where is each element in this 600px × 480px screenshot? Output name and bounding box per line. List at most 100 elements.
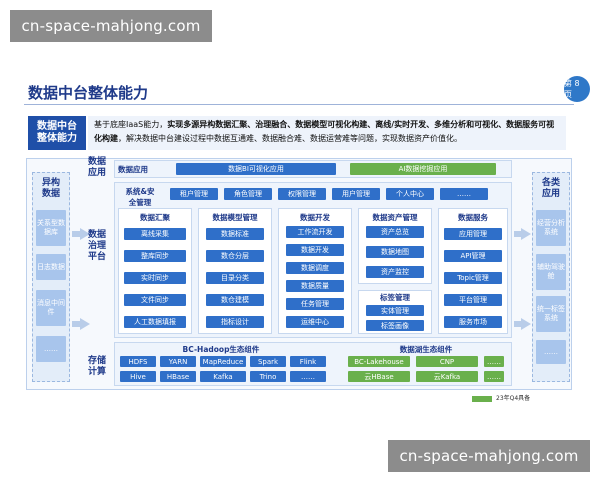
application-item: …… [536,340,566,364]
source-head-line1: 异构 [41,178,60,188]
collect-item: 实时同步 [124,272,186,284]
lake-title: 数据湖生态组件 [399,345,453,354]
lake-item: BC-Lakehouse [348,356,410,367]
application-item: 经营分析系统 [536,210,566,246]
hadoop-item: HDFS [120,356,156,367]
hadoop-item: MapReduce [200,356,246,367]
application-item: 辅助驾驶舱 [536,254,566,290]
service-item: 应用管理 [444,228,502,240]
app-layer-name: 数据应用 [118,165,148,174]
dev-item: 运维中心 [286,316,344,328]
sys-title-line2: 全管理 [128,198,152,207]
gov-line3: 平台 [87,252,106,262]
intro-text: 基于底座IaaS能力，实现多源异构数据汇聚、治理融合、数据模型可视化构建、离线/… [88,116,566,150]
watermark-top: cn-space-mahjong.com [10,10,212,42]
lake-item: 云HBase [348,371,410,382]
lake-item: …… [484,356,504,367]
app-head-line1: 各类 [541,178,560,188]
tag-item: 实体管理 [366,305,424,316]
gov-layer-label: 数据治理平台 [84,230,110,263]
service-item: Topic管理 [444,272,502,284]
collect-item: 文件同步 [124,294,186,306]
application-item: 统一标签系统 [536,296,566,332]
flow-arrow-shaft [514,321,522,327]
sys-item: 个人中心 [386,188,434,200]
collect-item: 人工数据填报 [124,316,186,328]
source-item: 关系型数据库 [36,210,66,246]
flow-arrow-shaft [72,321,80,327]
page-number-badge: 第 8 页 [564,76,590,102]
gov-line2: 治理 [87,241,106,251]
lake-item: CNP [416,356,478,367]
sys-title: 系统&安全管理 [118,186,162,208]
hadoop-item: HBase [160,371,196,382]
dev-item: 任务管理 [286,298,344,310]
flow-arrow-head [80,228,90,240]
flow-arrow-shaft [514,231,522,237]
collect-item: 整库同步 [124,250,186,262]
intro-label-line1: 数据中台 [37,121,77,132]
page-title: 数据中台整体能力 [28,84,149,102]
dev-item: 数据质量 [286,280,344,292]
title-divider [24,104,574,105]
flow-arrow-head [521,318,531,330]
model-item: 数据标准 [206,228,264,240]
hadoop-item: Hive [120,371,156,382]
intro-text-a: 基于底座IaaS能力， [94,120,168,129]
hadoop-item: Spark [250,356,286,367]
model-item: 目录分类 [206,272,264,284]
storage-line1: 存储 [87,356,106,366]
intro-label: 数据中台整体能力 [28,116,86,150]
collect-item: 离线采集 [124,228,186,240]
app-layer-label: 数据应用 [84,157,110,179]
bi-app-button: 数据BI可视化应用 [176,163,336,175]
asset-item: 资产总览 [366,226,424,238]
source-column-title: 异构数据 [32,178,70,200]
model-item: 数仓建模 [206,294,264,306]
watermark-bottom: cn-space-mahjong.com [388,440,590,472]
sys-item: 角色管理 [224,188,272,200]
collect-title: 数据汇聚 [140,213,170,222]
lake-item: …… [484,371,504,382]
legend-text: 23年Q4具备 [496,395,531,402]
dev-item: 数据调度 [286,262,344,274]
application-column-title: 各类应用 [532,178,570,200]
service-item: API管理 [444,250,502,262]
flow-arrow-head [521,228,531,240]
storage-line2: 计算 [87,367,106,377]
sys-title-line1: 系统&安 [125,187,155,196]
hadoop-title: BC-Hadoop生态组件 [182,345,260,354]
dev-item: 工作流开发 [286,226,344,238]
model-item: 数仓分层 [206,250,264,262]
sys-item: …… [440,188,488,200]
sys-item: 租户管理 [170,188,218,200]
service-title: 数据服务 [458,213,488,222]
hadoop-item: Flink [290,356,326,367]
app-layer-line1: 数据 [87,157,106,167]
legend-swatch [472,396,492,402]
sys-item: 权限管理 [278,188,326,200]
hadoop-item: YARN [160,356,196,367]
intro-label-line2: 整体能力 [37,133,77,144]
app-layer-line2: 应用 [87,168,106,178]
hadoop-item: Kafka [200,371,246,382]
model-title: 数据模型管理 [212,213,258,222]
dev-title: 数据开发 [300,213,330,222]
flow-arrow-head [80,318,90,330]
gov-line1: 数据 [87,230,106,240]
sys-item: 用户管理 [332,188,380,200]
asset-item: 数据地图 [366,246,424,258]
hadoop-item: Trino [250,371,286,382]
app-head-line2: 应用 [541,189,560,199]
intro-text-b: 实现多源异构数据汇聚、治理融合、数据模型可视化构建、离线/实时开发、多维分析和可… [94,120,555,143]
dev-item: 数据开发 [286,244,344,256]
tag-title: 标签管理 [380,293,410,302]
source-item: 消息中间件 [36,290,66,326]
service-item: 平台管理 [444,294,502,306]
service-item: 服务市场 [444,316,502,328]
lake-item: 云Kafka [416,371,478,382]
source-item: 日志数据 [36,254,66,280]
model-item: 指标设计 [206,316,264,328]
hadoop-item: …… [290,371,326,382]
source-head-line2: 数据 [41,189,60,199]
